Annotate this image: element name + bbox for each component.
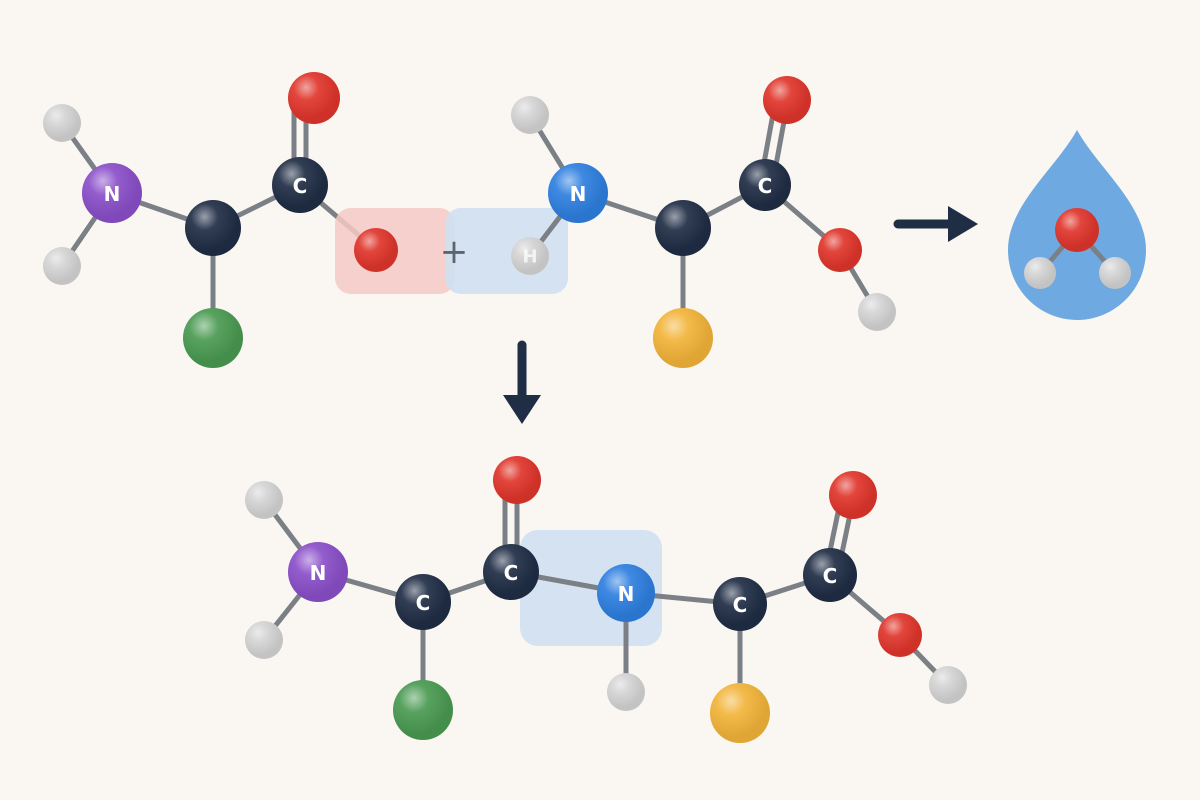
hydrogen-label: H (522, 247, 537, 268)
nitrogen-atom: N (548, 163, 608, 223)
carbon-label: C (758, 174, 773, 198)
peptide-nitrogen-atom: N (597, 564, 655, 622)
nitrogen-label: N (570, 182, 587, 206)
carbonyl-oxygen-atom (288, 72, 340, 124)
carbon-label: C (823, 564, 838, 588)
side-chain-r2 (653, 308, 713, 368)
alpha-carbon-atom: C (395, 574, 451, 630)
carbonyl-oxygen-atom (493, 456, 541, 504)
carbonyl-oxygen-atom (829, 471, 877, 519)
carbon-label: C (504, 561, 519, 585)
alpha-carbon-atom: C (713, 577, 767, 631)
hydrogen-atom (245, 621, 283, 659)
amino-acid-2: H N C (511, 76, 896, 368)
carbonyl-carbon-atom: C (483, 544, 539, 600)
water-hydrogen-atom (1099, 257, 1131, 289)
carbon-label: C (733, 593, 748, 617)
carboxyl-carbon-atom: C (272, 157, 328, 213)
side-chain-r2 (710, 683, 770, 743)
dipeptide-product: N C C N (245, 456, 967, 743)
carboxyl-carbon-atom: C (803, 548, 857, 602)
water-hydrogen-atom (1024, 257, 1056, 289)
nitrogen-label: N (618, 582, 635, 606)
carbon-label: C (416, 591, 431, 615)
removed-hydrogen-atom: H (511, 237, 549, 275)
hydrogen-atom (858, 293, 896, 331)
alpha-carbon-atom (185, 200, 241, 256)
arrow-right-icon (893, 206, 978, 242)
hydrogen-atom (929, 666, 967, 704)
water-drop-icon (1008, 130, 1146, 320)
water-oxygen-atom (1055, 208, 1099, 252)
hydroxyl-oxygen-atom (354, 228, 398, 272)
hydrogen-atom (43, 247, 81, 285)
arrow-down-icon (503, 340, 541, 424)
amino-acid-1: N C (43, 72, 455, 368)
hydrogen-atom (245, 481, 283, 519)
nitrogen-label: N (310, 561, 327, 585)
carbon-label: C (293, 174, 308, 198)
side-chain-r1 (393, 680, 453, 740)
nitrogen-label: N (104, 182, 121, 206)
carbonyl-oxygen-atom (763, 76, 811, 124)
plus-sign: + (440, 232, 469, 272)
hydrogen-atom (43, 104, 81, 142)
alpha-carbon-atom (655, 200, 711, 256)
hydroxyl-oxygen-atom (878, 613, 922, 657)
hydrogen-atom (511, 96, 549, 134)
nitrogen-atom: N (82, 163, 142, 223)
hydroxyl-oxygen-atom (818, 228, 862, 272)
side-chain-r1 (183, 308, 243, 368)
nitrogen-atom: N (288, 542, 348, 602)
hydrogen-atom (607, 673, 645, 711)
carboxyl-carbon-atom: C (739, 159, 791, 211)
